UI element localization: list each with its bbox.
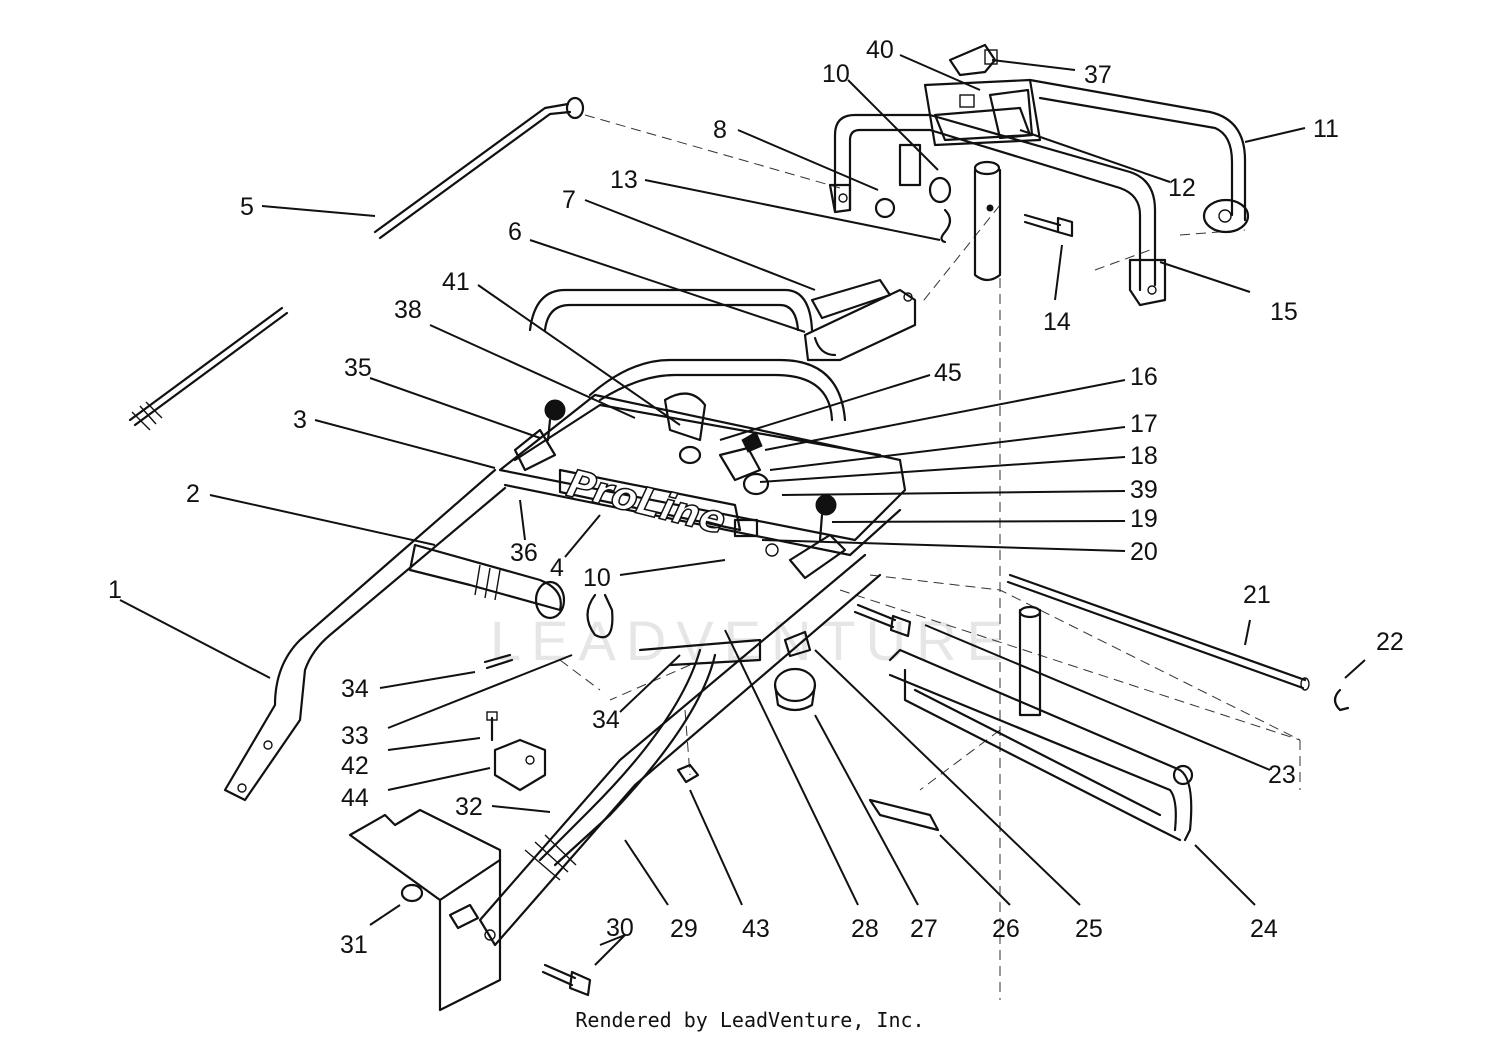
- callout-17: 17: [1130, 410, 1158, 438]
- part-21-rod: [1006, 573, 1310, 691]
- callout-10-top: 10: [822, 60, 850, 88]
- part-14-bolt: [1023, 213, 1074, 238]
- callout-14: 14: [1043, 308, 1071, 336]
- callout-20: 20: [1130, 538, 1158, 566]
- callout-27: 27: [910, 915, 938, 943]
- lever-knobs: [513, 399, 847, 580]
- callout-45: 45: [934, 359, 962, 387]
- leader-lines: [119, 54, 1366, 966]
- callout-28: 28: [851, 915, 879, 943]
- part-5-rod: [373, 96, 585, 240]
- part-37-knob: [948, 43, 998, 77]
- part-43-nut: [676, 763, 700, 784]
- callout-2: 2: [186, 480, 200, 508]
- callout-36: 36: [510, 539, 538, 567]
- assembly-guide-lines: [559, 114, 1301, 1000]
- callout-25: 25: [1075, 915, 1103, 943]
- callout-labels: 1 2 3 4 5 6 7 8 10 10 11 12 13 14 15 16 …: [108, 36, 1404, 959]
- part-24-bail: [888, 605, 1194, 842]
- callout-1: 1: [108, 576, 122, 604]
- callout-24: 24: [1250, 915, 1278, 943]
- callout-19: 19: [1130, 505, 1158, 533]
- part-34-screw: [483, 593, 614, 670]
- callout-12: 12: [1168, 174, 1196, 202]
- callout-43: 43: [742, 915, 770, 943]
- part-22-clip: [1333, 688, 1350, 712]
- part-31-bracket: [348, 808, 502, 1012]
- part-11-upper-handle: [828, 113, 1167, 307]
- part-27-ignition: [773, 630, 817, 712]
- callout-42: 42: [341, 752, 369, 780]
- callout-39: 39: [1130, 476, 1158, 504]
- render-credit: Rendered by LeadVenture, Inc.: [575, 1008, 925, 1032]
- callout-29: 29: [670, 915, 698, 943]
- callout-41: 41: [442, 268, 470, 296]
- callout-32: 32: [455, 793, 483, 821]
- part-44-switch: [486, 711, 547, 792]
- callout-15: 15: [1270, 298, 1298, 326]
- callout-3: 3: [293, 406, 307, 434]
- part-28-main-tube: [478, 553, 882, 947]
- part-6-clamp: [803, 278, 917, 362]
- callout-22: 22: [1376, 628, 1404, 656]
- callout-6: 6: [508, 218, 522, 246]
- callout-18: 18: [1130, 442, 1158, 470]
- part-12-tube: [973, 160, 1002, 282]
- callout-23: 23: [1268, 761, 1296, 789]
- part-30-bolt: [541, 963, 592, 997]
- part-1-left-arm: [223, 468, 507, 802]
- callout-37: 37: [1084, 61, 1112, 89]
- callout-5: 5: [240, 193, 254, 221]
- part-26-grip: [868, 798, 940, 832]
- callout-34-left: 34: [341, 675, 369, 703]
- callout-11: 11: [1313, 115, 1339, 143]
- callout-38: 38: [394, 296, 422, 324]
- callout-16: 16: [1130, 363, 1158, 391]
- switch-components: [663, 392, 779, 557]
- callout-8: 8: [713, 116, 727, 144]
- callout-30: 30: [606, 914, 634, 942]
- callout-4: 4: [550, 554, 564, 582]
- part-25-bolt: [853, 603, 912, 638]
- callout-7: 7: [562, 186, 576, 214]
- callout-26: 26: [992, 915, 1020, 943]
- callout-21: 21: [1243, 581, 1271, 609]
- callout-33: 33: [341, 722, 369, 750]
- threaded-rod: [128, 306, 289, 431]
- callout-13: 13: [610, 166, 638, 194]
- part-40-bracket: [923, 78, 1250, 234]
- callout-35: 35: [344, 354, 372, 382]
- callout-40: 40: [866, 36, 894, 64]
- upper-hardware: [874, 143, 952, 244]
- callout-31: 31: [340, 931, 368, 959]
- callout-44: 44: [341, 784, 369, 812]
- callout-10-lower: 10: [583, 564, 611, 592]
- callout-34-center: 34: [592, 706, 620, 734]
- part-2-grip: [408, 543, 566, 620]
